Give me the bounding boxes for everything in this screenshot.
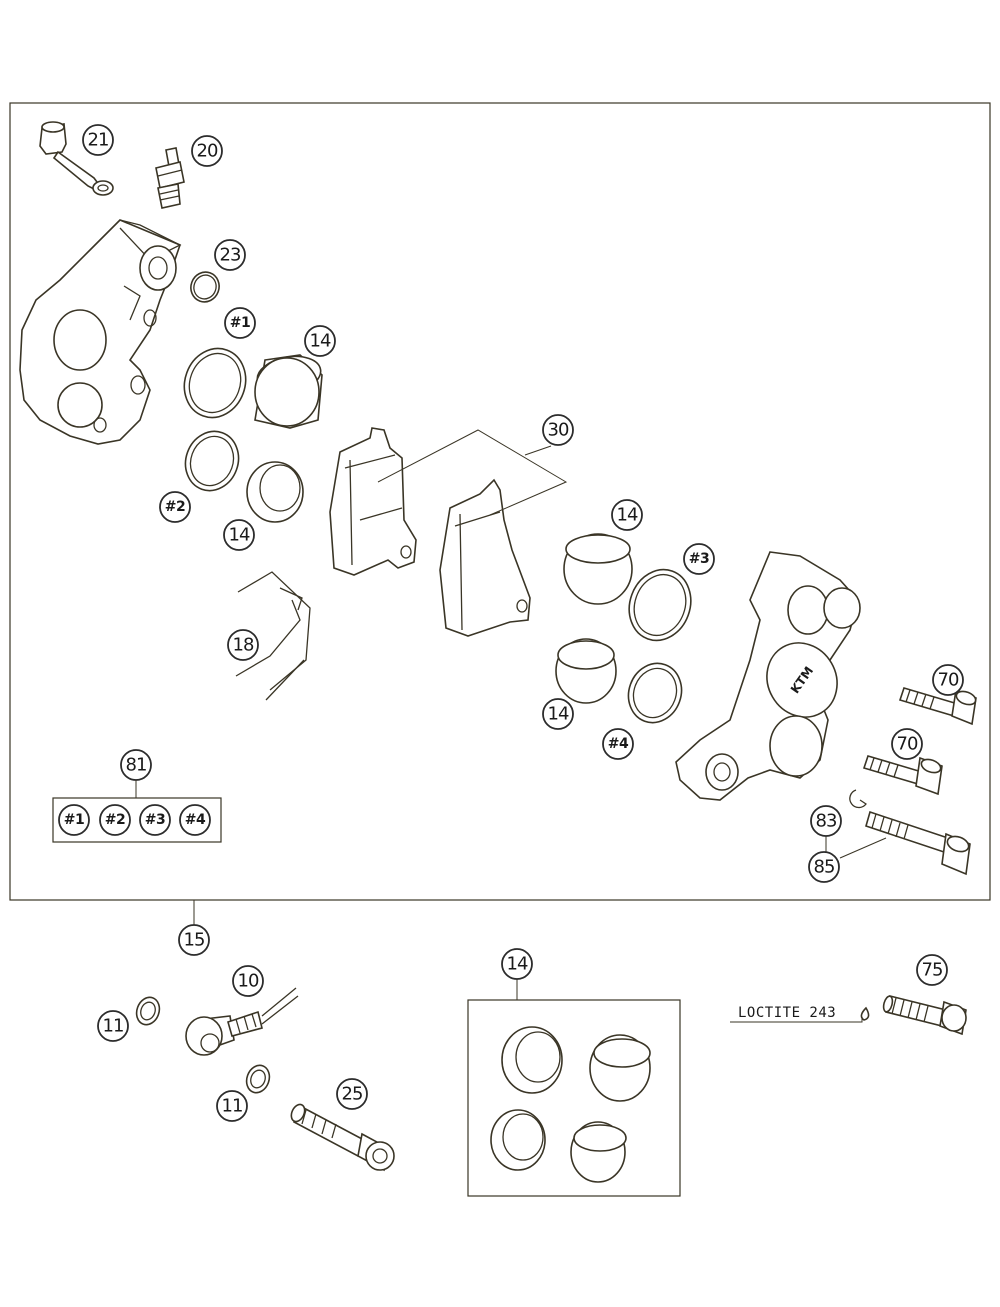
svg-text:14: 14 <box>507 954 528 975</box>
callout-21: 21 <box>82 124 114 156</box>
pad-pin-85 <box>865 810 971 876</box>
svg-text:15: 15 <box>184 930 205 951</box>
washer-11-upper <box>135 996 161 1026</box>
svg-text:14: 14 <box>617 505 638 526</box>
caliper-half-left <box>19 219 182 445</box>
callout-14-lower-left: 14 <box>223 519 255 551</box>
svg-text:75: 75 <box>922 960 943 981</box>
kit-item-seal-2: #2 <box>99 804 131 836</box>
svg-text:21: 21 <box>88 130 109 151</box>
callout-seal-4: #4 <box>602 728 634 760</box>
callout-20: 20 <box>191 135 223 167</box>
svg-text:#3: #3 <box>689 551 709 567</box>
bolt-70-lower <box>862 755 943 796</box>
kit-item-seal-4: #4 <box>179 804 211 836</box>
seal-ring-1 <box>183 347 247 419</box>
svg-text:#4: #4 <box>608 736 629 752</box>
svg-text:18: 18 <box>233 635 254 656</box>
leader-85 <box>839 837 887 859</box>
svg-text:10: 10 <box>238 971 259 992</box>
callout-70-upper: 70 <box>932 664 964 696</box>
callout-14-upper-right: 14 <box>611 499 643 531</box>
svg-text:85: 85 <box>814 857 835 878</box>
callout-seal-2: #2 <box>159 491 191 523</box>
seal-ring-4 <box>627 662 683 724</box>
svg-text:70: 70 <box>897 734 918 755</box>
loctite-drop <box>860 1006 870 1021</box>
o-ring-23 <box>190 271 220 303</box>
callout-seal-3: #3 <box>683 543 715 575</box>
svg-text:#2: #2 <box>105 812 125 828</box>
brake-pad-right <box>439 478 531 637</box>
svg-text:70: 70 <box>938 670 959 691</box>
callout-15: 15 <box>178 924 210 956</box>
caliper-half-right: KTM <box>675 551 861 801</box>
callout-83: 83 <box>810 805 842 837</box>
callout-81: 81 <box>120 749 152 781</box>
seal-ring-3 <box>628 568 692 642</box>
piston-large-upper-left <box>254 354 323 429</box>
seal-ring-2 <box>184 430 240 492</box>
callout-30: 30 <box>542 414 574 446</box>
kit-item-seal-3: #3 <box>139 804 171 836</box>
callout-75: 75 <box>916 954 948 986</box>
piston-kit-lower-left <box>490 1109 546 1171</box>
svg-text:#3: #3 <box>145 812 165 828</box>
svg-text:25: 25 <box>342 1084 363 1105</box>
callout-seal-1: #1 <box>224 307 256 339</box>
bolt-75 <box>882 995 967 1036</box>
svg-text:14: 14 <box>229 525 250 546</box>
piston-small-lower-left <box>246 461 304 523</box>
callout-25: 25 <box>336 1078 368 1110</box>
kit-item-seal-1: #1 <box>58 804 90 836</box>
callout-14-kit: 14 <box>501 948 533 980</box>
callout-70-lower: 70 <box>891 728 923 760</box>
svg-text:81: 81 <box>126 755 147 776</box>
svg-text:83: 83 <box>816 811 837 832</box>
svg-text:14: 14 <box>548 704 569 725</box>
svg-text:11: 11 <box>222 1096 243 1117</box>
svg-text:23: 23 <box>220 245 241 266</box>
pad-spring <box>235 571 311 701</box>
callout-23: 23 <box>214 239 246 271</box>
bleeder-valve <box>155 147 185 209</box>
leader-loctite <box>730 1018 863 1023</box>
bolt-70-upper <box>898 687 977 726</box>
washer-11-lower <box>245 1064 271 1094</box>
svg-text:14: 14 <box>310 331 331 352</box>
callout-85: 85 <box>808 851 840 883</box>
callout-14-upper-left: 14 <box>304 325 336 357</box>
svg-text:11: 11 <box>103 1016 124 1037</box>
seal-kit-frame <box>52 797 222 843</box>
svg-text:#1: #1 <box>230 315 250 331</box>
piston-kit-lower-right <box>570 1121 627 1183</box>
piston-kit-upper-left <box>501 1026 563 1094</box>
svg-text:20: 20 <box>197 141 218 162</box>
loctite-note: LOCTITE 243 <box>738 1005 836 1021</box>
leader-30 <box>377 429 568 516</box>
bleeder-dust-cap <box>39 121 114 196</box>
brake-pad-left <box>329 427 417 576</box>
svg-text:#4: #4 <box>185 812 206 828</box>
piston-kit-frame <box>467 999 681 1197</box>
piston-small-lower-right <box>555 638 617 704</box>
banjo-bolt-25 <box>290 1103 395 1172</box>
svg-text:#2: #2 <box>165 499 185 515</box>
callout-11-upper: 11 <box>97 1010 129 1042</box>
callout-18: 18 <box>227 629 259 661</box>
piston-kit-upper-right <box>589 1034 651 1102</box>
callout-11-lower: 11 <box>216 1090 248 1122</box>
callout-14-lower-right: 14 <box>542 698 574 730</box>
svg-text:30: 30 <box>548 420 569 441</box>
svg-text:#1: #1 <box>64 812 84 828</box>
piston-large-upper-right <box>563 533 633 605</box>
circlip-83 <box>849 789 867 809</box>
brake-line-banjo <box>185 987 299 1056</box>
callout-10: 10 <box>232 965 264 997</box>
caliper-assembly-frame <box>9 102 991 901</box>
